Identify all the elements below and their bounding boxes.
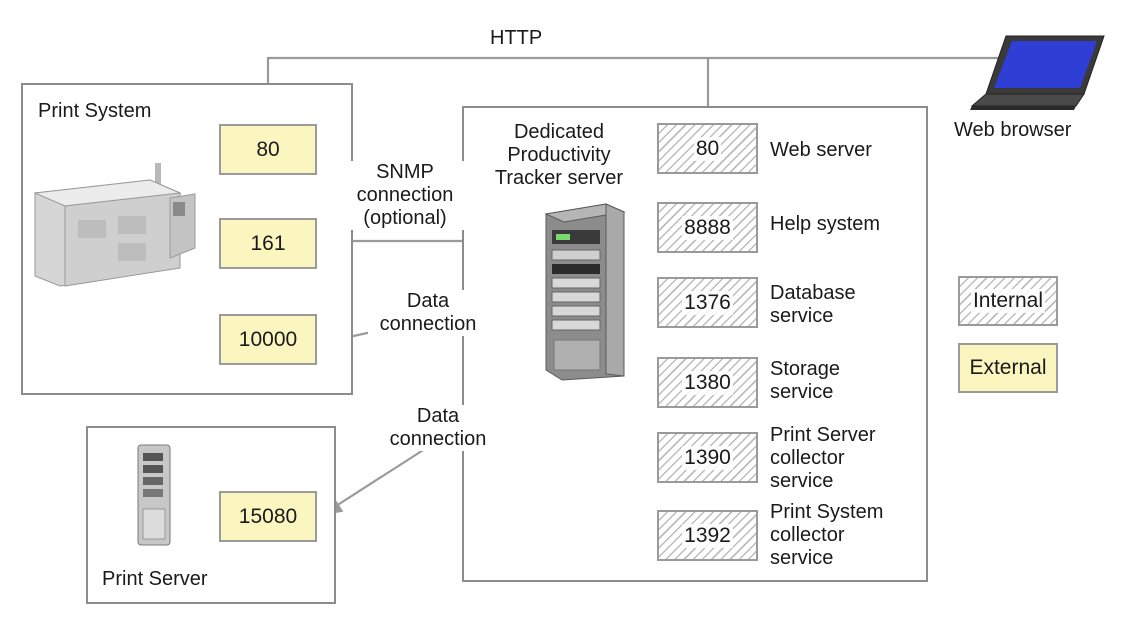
service-web-server: Web server (770, 139, 872, 161)
legend-external: External (958, 343, 1058, 393)
port-80-external: 80 (219, 124, 317, 175)
service-help-system: Help system (770, 213, 881, 235)
port-80-internal: 80 (657, 123, 758, 174)
port-1380-internal: 1380 (657, 357, 758, 408)
data-connection-label-1: Data connection (368, 290, 488, 336)
dedicated-server-title: Dedicated Productivity Tracker server (494, 121, 624, 189)
print-server-title: Print Server (102, 568, 208, 590)
printer-icon (33, 163, 196, 287)
port-1392-internal: 1392 (657, 510, 758, 561)
print-server-icon (137, 444, 171, 546)
dedicated-server-icon (544, 203, 626, 381)
print-system-title: Print System (38, 100, 152, 122)
port-1390-internal: 1390 (657, 432, 758, 483)
legend-internal: Internal (958, 276, 1058, 326)
http-label: HTTP (490, 27, 543, 49)
port-161-external: 161 (219, 218, 317, 269)
port-10000-external: 10000 (219, 314, 317, 365)
web-browser-label: Web browser (954, 119, 1072, 141)
port-8888-internal: 8888 (657, 202, 758, 253)
port-15080-external: 15080 (219, 491, 317, 542)
port-1376-internal: 1376 (657, 277, 758, 328)
data-connection-label-2: Data connection (378, 405, 498, 451)
dedicated-server-box (462, 106, 928, 582)
laptop-icon (970, 35, 1105, 110)
snmp-connection-label: SNMP connection (optional) (340, 161, 470, 230)
